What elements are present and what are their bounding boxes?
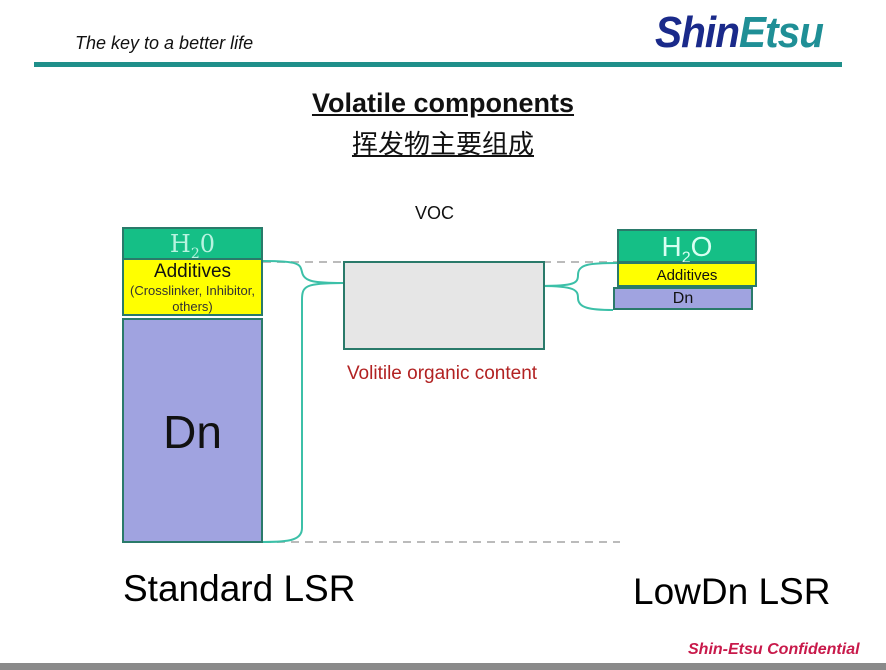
- lowdn-lsr-label: LowDn LSR: [633, 571, 831, 612]
- standard-h2o-block: H20: [122, 227, 263, 262]
- standard-additives-label: Additives: [153, 261, 232, 282]
- lowdn-h2o-block: H2O: [617, 229, 757, 267]
- tagline: The key to a better life: [75, 33, 254, 53]
- standard-lsr-label: Standard LSR: [123, 568, 356, 609]
- brace-left-upper: [262, 260, 344, 284]
- page-subtitle: 挥发物主要组成: [351, 130, 534, 160]
- footer-bar: [0, 663, 886, 670]
- page-title: Volatile components: [311, 88, 575, 118]
- brace-right-upper: [540, 262, 618, 287]
- voc-box: [343, 261, 545, 350]
- header-divider: [34, 62, 842, 67]
- standard-additives-detail: (Crosslinker, Inhibitor, others): [130, 283, 255, 314]
- standard-additives-block: Additives (Crosslinker, Inhibitor, other…: [122, 258, 263, 316]
- confidential-label: Shin-Etsu Confidential: [688, 641, 860, 658]
- lowdn-dn-block: Dn: [613, 287, 753, 310]
- brace-left-lower: [262, 282, 344, 543]
- lowdn-additives-block: Additives: [617, 262, 757, 287]
- voc-label: VOC: [415, 203, 455, 223]
- voc-box-caption: Volitile organic content: [346, 363, 538, 384]
- shin-etsu-logo: ShinEtsu: [655, 8, 824, 57]
- standard-dn-block: Dn: [122, 318, 263, 543]
- brace-right-lower: [540, 285, 614, 311]
